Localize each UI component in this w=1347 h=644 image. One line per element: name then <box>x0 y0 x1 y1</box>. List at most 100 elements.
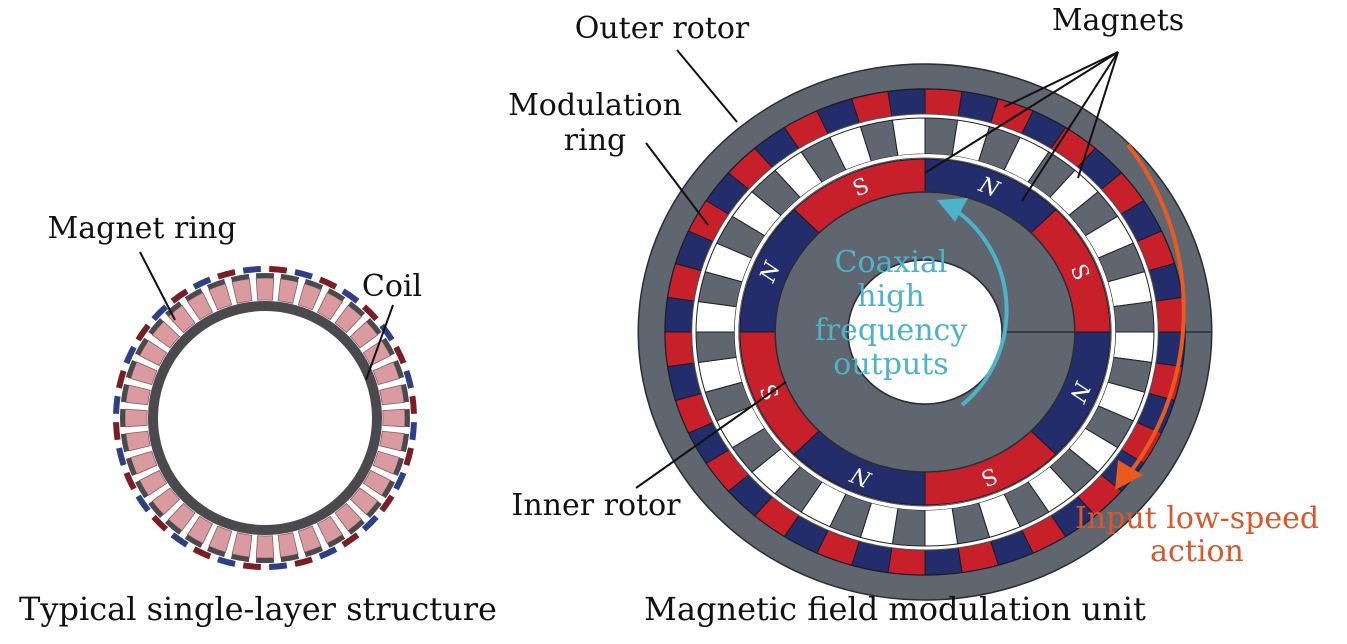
coil <box>151 487 181 516</box>
ring-magnet <box>135 494 151 513</box>
ring-magnet <box>192 546 212 560</box>
coil <box>334 304 363 334</box>
output-arrow-arc <box>953 208 1009 407</box>
outer-magnet <box>1155 296 1186 333</box>
left-caption: Typical single-layer structure <box>19 590 497 628</box>
coil-label: Coil <box>362 269 422 304</box>
ring-magnet <box>341 532 360 548</box>
center-text-line2: high <box>857 279 924 314</box>
input-arrow-arc <box>1126 143 1186 472</box>
ring-magnet <box>116 370 127 389</box>
magnets-leader <box>924 51 1119 174</box>
magnets-leader <box>1077 51 1119 179</box>
tooth-tip <box>327 288 346 302</box>
tooth-tip <box>381 480 395 499</box>
tooth-tip <box>148 318 164 335</box>
tooth-tip <box>184 288 203 302</box>
coil <box>139 469 168 497</box>
inner-rotor-leader <box>635 381 787 489</box>
modulation-ring-leader <box>645 142 709 226</box>
outer-rotor-label: Outer rotor <box>575 11 750 46</box>
ring-magnet <box>361 514 379 532</box>
coil <box>297 525 322 553</box>
center-text: Coaxial high frequency outputs <box>815 245 968 382</box>
modulation-ring-label-line2: ring <box>564 123 626 158</box>
tooth-tip <box>366 318 382 335</box>
magnets-leader <box>1003 51 1119 108</box>
outer-magnet <box>887 547 926 576</box>
coil <box>139 339 168 367</box>
input-arrow-head <box>1115 460 1143 490</box>
magnets-leader <box>1021 51 1119 202</box>
tooth-tip <box>206 546 226 558</box>
tooth-tip <box>393 457 405 477</box>
coil <box>231 278 253 304</box>
coil <box>125 430 151 452</box>
ring-magnet <box>403 447 414 466</box>
ring-magnet <box>341 288 360 304</box>
coil <box>167 304 196 334</box>
tooth-tip <box>206 278 226 290</box>
tooth-tip <box>255 273 275 279</box>
tooth-tip <box>125 457 137 477</box>
outer-magnet <box>664 331 695 368</box>
inner-rotor-label: Inner rotor <box>512 488 682 523</box>
ring-magnet <box>113 422 121 441</box>
ring-magnet <box>318 546 338 560</box>
separator-ring <box>691 114 1159 550</box>
outer-magnet <box>887 88 926 117</box>
ring-magnet <box>409 395 417 414</box>
tooth-tip <box>280 554 300 563</box>
ring-magnet <box>294 269 313 280</box>
coil <box>186 515 214 544</box>
coil <box>379 430 405 452</box>
tooth-tip <box>230 273 250 282</box>
single-layer-ring <box>113 266 417 570</box>
ring-magnet <box>192 276 212 290</box>
tooth-tip <box>327 534 346 548</box>
center-shaft-hole <box>847 259 1003 405</box>
separator-ring <box>738 157 1112 507</box>
ring-magnet <box>151 304 169 322</box>
ring-magnet <box>170 288 189 304</box>
coil <box>208 283 233 311</box>
coil <box>379 384 405 406</box>
input-text-line1: Input low-speed <box>1075 501 1319 536</box>
separator-ring <box>734 154 1116 510</box>
tooth-tip <box>230 554 250 563</box>
tooth-tip <box>135 480 149 499</box>
tooth-tip <box>348 519 365 535</box>
coil <box>349 320 379 349</box>
tooth-tip <box>280 273 300 282</box>
ring-magnet <box>242 562 261 570</box>
ring-magnet <box>403 370 414 389</box>
coil <box>255 535 275 559</box>
coil <box>372 361 400 386</box>
tooth-tip <box>393 359 405 379</box>
ring-magnet <box>409 422 417 441</box>
ring-magnet <box>242 266 261 274</box>
coil <box>130 361 158 386</box>
tooth-tip <box>120 433 129 453</box>
output-arrow-head <box>937 198 968 222</box>
tooth-tip <box>165 301 182 317</box>
coil <box>125 384 151 406</box>
coil <box>277 532 299 558</box>
magnet-ring-label: Magnet ring <box>48 211 237 246</box>
modulation-ring-label-line1: Modulation <box>508 88 682 123</box>
tooth-tip <box>401 433 410 453</box>
tooth-tip <box>120 383 129 403</box>
ring-magnet <box>269 266 288 274</box>
ring-magnet <box>361 304 379 322</box>
modulation-piece <box>1112 300 1155 333</box>
tooth-tip <box>366 501 382 518</box>
tooth-tip <box>119 408 126 428</box>
input-arrow <box>1115 143 1186 490</box>
center-text-line3: frequency <box>815 313 968 348</box>
stator-core <box>148 301 382 535</box>
ring-magnet <box>379 323 395 342</box>
magnet-ring-leader <box>139 251 176 321</box>
ring-magnet <box>318 276 338 290</box>
modulation-gap <box>924 507 959 547</box>
